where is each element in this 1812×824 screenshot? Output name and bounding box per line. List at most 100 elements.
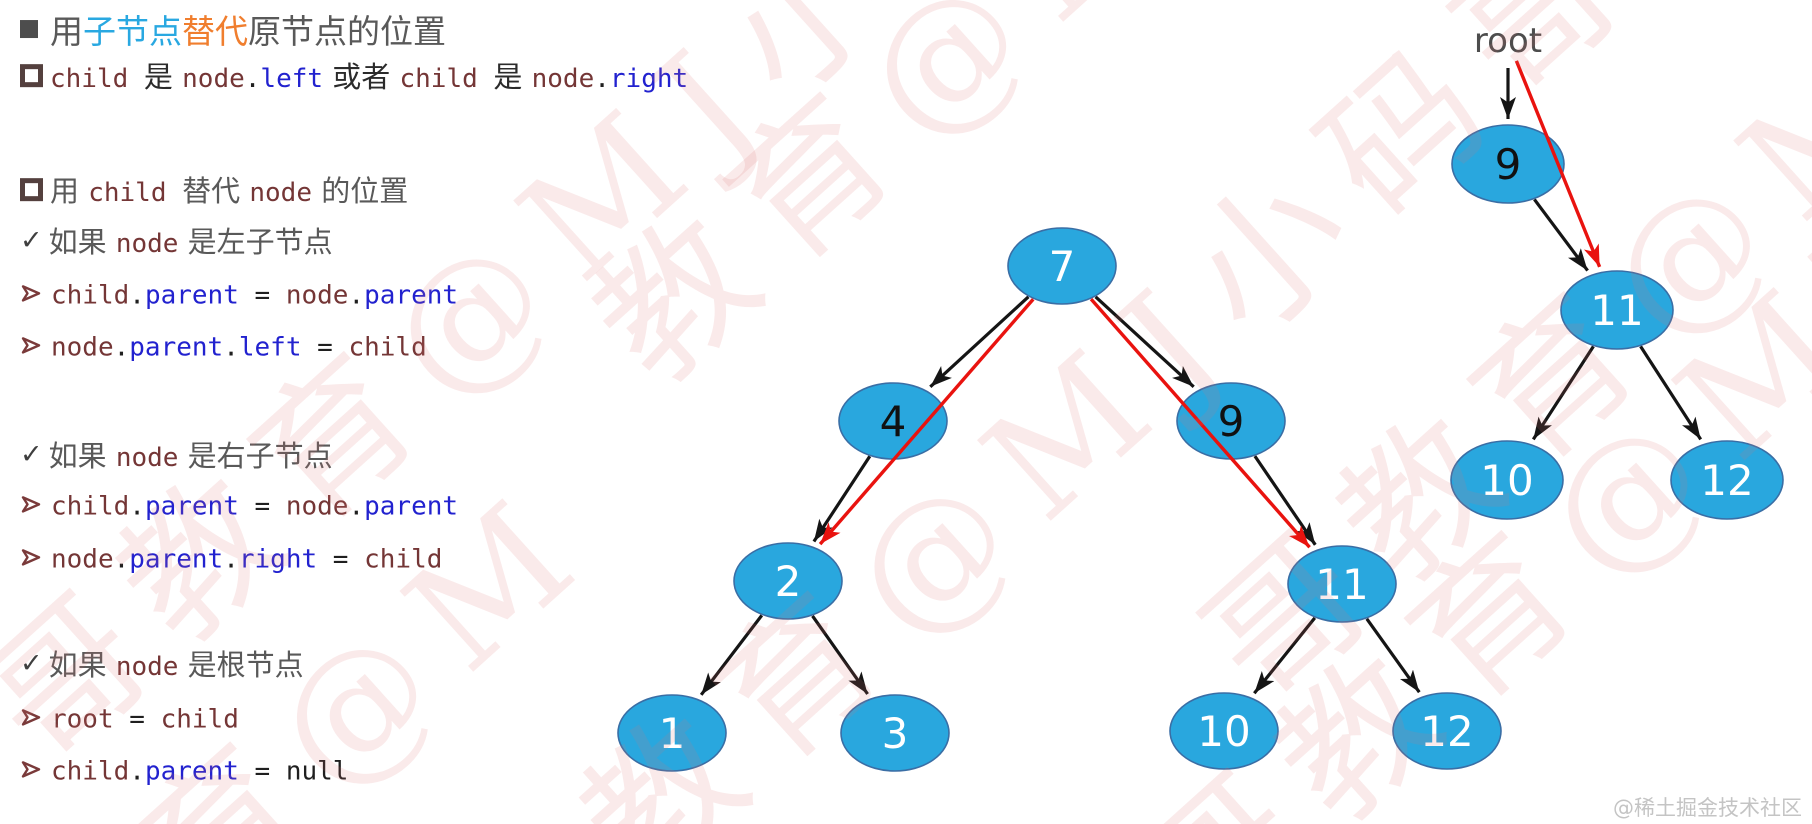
text-segment: 是	[143, 60, 183, 95]
tree-node-r12: 12	[1670, 440, 1784, 520]
text-segment: child	[51, 491, 130, 522]
text-segment: =	[301, 332, 349, 363]
text-segment: =	[238, 280, 286, 311]
text-segment: node	[115, 652, 179, 683]
hollow-square-bullet-icon	[20, 177, 43, 201]
tree-node-m2: 2	[733, 542, 843, 620]
text-segment: .	[348, 280, 365, 311]
text-segment: node	[531, 64, 595, 95]
tree-node-r9: 9	[1451, 124, 1565, 204]
text-segment: node	[285, 491, 349, 522]
tree-edge-m2-m3	[811, 614, 869, 695]
tree-node-m12: 12	[1392, 692, 1502, 770]
text-segment: parent	[364, 491, 459, 522]
text-segment: node	[115, 443, 179, 474]
checkmark-bullet-icon: ✓	[20, 438, 43, 470]
tree-node-m9: 9	[1176, 382, 1286, 460]
tree-edge-rl-r11	[1514, 60, 1602, 268]
text-segment: .	[129, 280, 145, 311]
text-segment: 如果	[48, 439, 116, 474]
text-segment: parent	[144, 491, 239, 522]
text-segment: .	[594, 64, 610, 95]
text-segment: right	[238, 544, 318, 575]
text-segment: .	[223, 544, 239, 575]
text-segment: =	[238, 756, 286, 787]
tree-edge-m7-m2	[818, 298, 1035, 546]
arrowhead-bullet-icon	[20, 546, 42, 572]
text-line: node.parent.left = child	[20, 332, 427, 362]
text-segment: null	[285, 756, 349, 787]
red-edges	[818, 60, 1602, 549]
tree-node-m1: 1	[617, 694, 727, 772]
tree-edge-r11-r12	[1639, 345, 1703, 441]
text-segment: .	[223, 332, 239, 363]
tree-edge-r11-r10	[1531, 345, 1595, 441]
text-segment: node	[51, 332, 114, 363]
tree-node-label: 10	[1197, 707, 1250, 756]
text-segment: 替代	[182, 174, 250, 209]
text-segment: node	[51, 544, 114, 575]
tree-edge-m11-m10	[1253, 616, 1317, 695]
text-segment: child	[160, 704, 239, 735]
text-segment: 原节点的位置	[248, 12, 446, 52]
text-segment: 是左子节点	[178, 225, 333, 260]
tree-node-label: 9	[1495, 140, 1522, 189]
text-segment: child	[51, 756, 130, 787]
text-segment: parent	[129, 332, 224, 363]
text-segment: 是右子节点	[178, 439, 333, 474]
tree-node-m3: 3	[840, 694, 950, 772]
text-segment: left	[260, 64, 324, 95]
tree-node-label: 3	[882, 709, 909, 758]
text-line: child.parent = node.parent	[20, 280, 458, 310]
tree-node-m4: 4	[838, 382, 948, 460]
text-segment: node	[285, 280, 349, 311]
text-segment: child	[50, 64, 144, 95]
text-segment: 或者	[323, 60, 400, 95]
tree-edge-m7-m4	[929, 295, 1030, 388]
tree-node-m10: 10	[1169, 692, 1279, 770]
text-line: ✓如果 node 是左子节点	[20, 219, 333, 261]
tree-edge-m11-m12	[1365, 617, 1421, 694]
tree-edge-m7-m9	[1094, 295, 1195, 388]
root-label: root	[1474, 21, 1542, 61]
arrowhead-bullet-icon	[20, 334, 42, 360]
text-segment: .	[129, 491, 145, 522]
tree-node-m7: 7	[1007, 227, 1117, 305]
community-watermark: @稀土掘金技术社区	[1613, 796, 1802, 820]
text-segment: 的位置	[311, 174, 409, 209]
text-segment: child	[399, 64, 494, 95]
text-segment: child	[51, 280, 130, 311]
text-segment: 用	[50, 12, 83, 52]
text-line: root = child	[20, 704, 239, 734]
tree-edge-m9-m11	[1253, 455, 1317, 546]
text-line: child.parent = node.parent	[20, 491, 458, 521]
tree-edge-r9-r11	[1533, 198, 1589, 272]
tree-node-label: 1	[659, 709, 686, 758]
arrowhead-bullet-icon	[20, 706, 42, 732]
text-segment: =	[238, 491, 286, 522]
text-segment: left	[238, 332, 302, 363]
text-segment: root	[51, 704, 114, 735]
text-segment: parent	[129, 544, 224, 575]
text-segment: right	[609, 64, 689, 95]
text-segment: .	[244, 64, 261, 95]
text-line: 用 child 替代 node 的位置	[20, 168, 408, 210]
text-segment: 如果	[48, 225, 116, 260]
text-line: ✓如果 node 是根节点	[20, 642, 304, 684]
tree-node-label: 2	[775, 557, 802, 606]
text-segment: child	[364, 544, 443, 575]
checkmark-bullet-icon: ✓	[20, 647, 43, 679]
arrowhead-bullet-icon	[20, 758, 42, 784]
tree-node-label: 12	[1700, 456, 1753, 505]
text-segment: =	[317, 544, 365, 575]
slide-title-line: 用子节点替代原节点的位置	[20, 5, 446, 53]
tree-node-r11: 11	[1560, 270, 1674, 350]
text-segment: 子节点	[83, 12, 182, 52]
text-segment: 如果	[48, 648, 116, 683]
tree-node-label: 11	[1315, 560, 1368, 609]
text-segment: parent	[144, 280, 239, 311]
tree-node-r10: 10	[1450, 440, 1564, 520]
text-segment: 用	[50, 174, 89, 209]
